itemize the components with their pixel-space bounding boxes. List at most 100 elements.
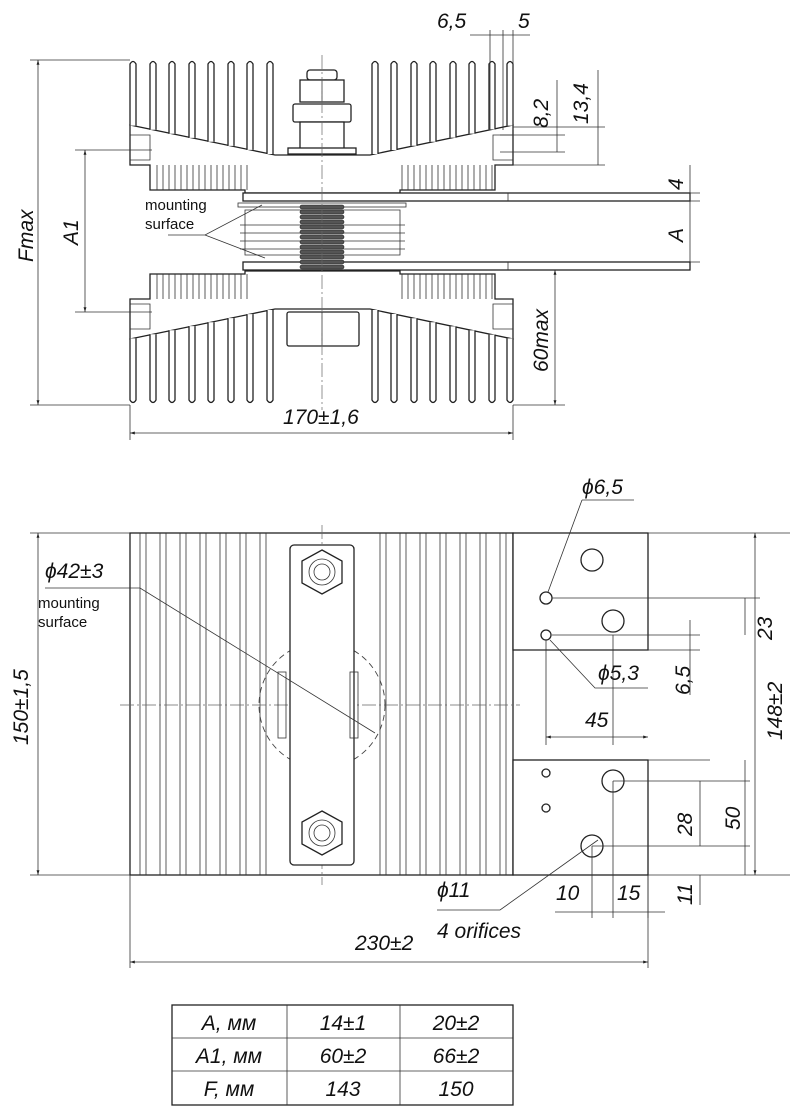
fin bbox=[188, 60, 196, 138]
small-fin bbox=[180, 274, 188, 299]
dim-phi-6-5: ϕ6,5 bbox=[582, 476, 623, 499]
table-cell: 143 bbox=[325, 1078, 360, 1101]
clamp-strap bbox=[289, 544, 355, 866]
fin bbox=[410, 318, 418, 404]
dim-23: 23 bbox=[754, 616, 777, 641]
lower-busbar bbox=[242, 261, 691, 271]
dim-phi-11: ϕ11 bbox=[437, 879, 470, 902]
dim-fmax: Fmax bbox=[15, 208, 38, 262]
fin bbox=[168, 60, 176, 134]
top-view: ϕ42±3 mounting surface ϕ6,5 ϕ5,3 23 6,5 … bbox=[10, 476, 790, 968]
dim-230: 230±2 bbox=[354, 932, 414, 955]
fin bbox=[129, 338, 137, 404]
dim-150: 150±1,5 bbox=[10, 669, 33, 745]
small-fin bbox=[168, 274, 176, 299]
dim-6-5-b: 6,5 bbox=[672, 665, 695, 695]
small-fin bbox=[449, 274, 457, 299]
upper-busbar bbox=[242, 192, 691, 202]
small-fin bbox=[180, 165, 188, 190]
fin bbox=[168, 330, 176, 404]
dim-148: 148±2 bbox=[764, 681, 787, 740]
nut-bottom bbox=[301, 810, 343, 856]
fin bbox=[246, 60, 254, 150]
t-slot bbox=[130, 134, 151, 161]
mounting-surface-label-1b: mounting bbox=[38, 595, 100, 612]
small-fin bbox=[401, 165, 409, 190]
small-fin bbox=[425, 165, 433, 190]
dim-4: 4 bbox=[665, 178, 688, 190]
table-cell: A1, мм bbox=[194, 1045, 262, 1068]
fin bbox=[149, 334, 157, 404]
hole bbox=[541, 768, 551, 778]
small-fin bbox=[204, 274, 212, 299]
fin bbox=[506, 60, 514, 126]
fin bbox=[429, 322, 437, 404]
table-cell: 20±2 bbox=[432, 1012, 480, 1035]
small-fin bbox=[449, 165, 457, 190]
table-row: F, мм 143 150 bbox=[204, 1078, 474, 1101]
mounting-surface-label-1: mounting bbox=[145, 197, 207, 214]
dim-45: 45 bbox=[585, 709, 609, 732]
lower-heatsink bbox=[129, 270, 514, 404]
small-fin bbox=[485, 165, 493, 190]
heatsink-base bbox=[129, 270, 514, 340]
small-fin bbox=[192, 165, 200, 190]
fin bbox=[468, 330, 476, 404]
fin bbox=[149, 60, 157, 130]
small-fin bbox=[216, 165, 224, 190]
orifices-label: 4 orifices bbox=[437, 920, 522, 943]
small-fin bbox=[473, 274, 481, 299]
small-fin bbox=[485, 274, 493, 299]
dim-60max: 60max bbox=[530, 307, 553, 372]
small-fin bbox=[156, 274, 164, 299]
table-cell: 66±2 bbox=[433, 1045, 480, 1068]
dim-5-top: 5 bbox=[518, 10, 530, 33]
dim-13-4: 13,4 bbox=[570, 83, 593, 124]
small-fin bbox=[240, 165, 248, 190]
small-fin bbox=[228, 274, 236, 299]
dimensions-table: A, мм 14±1 20±2 A1, мм 60±2 66±2 F, мм 1… bbox=[171, 1004, 514, 1106]
table-cell: 14±1 bbox=[320, 1012, 367, 1035]
dim-a1: A1 bbox=[60, 219, 83, 247]
lower-terminal bbox=[512, 759, 649, 876]
fin bbox=[449, 326, 457, 404]
table-cell: A, мм bbox=[200, 1012, 256, 1035]
fin bbox=[468, 60, 476, 134]
small-fin bbox=[413, 165, 421, 190]
fin bbox=[506, 338, 514, 404]
small-fin bbox=[413, 274, 421, 299]
small-fin bbox=[461, 274, 469, 299]
small-fin bbox=[461, 165, 469, 190]
hole bbox=[580, 548, 604, 572]
dim-a: A bbox=[665, 228, 688, 244]
table-cell: 60±2 bbox=[320, 1045, 367, 1068]
hole bbox=[601, 609, 625, 633]
fin bbox=[266, 310, 274, 404]
dim-10: 10 bbox=[556, 882, 580, 905]
small-fin bbox=[216, 274, 224, 299]
small-fin bbox=[473, 165, 481, 190]
small-fin bbox=[437, 165, 445, 190]
mounting-surface-circle bbox=[258, 641, 386, 769]
dim-50: 50 bbox=[722, 806, 745, 830]
upper-terminal bbox=[512, 532, 649, 651]
mounting-surface-label-2b: surface bbox=[38, 614, 87, 631]
t-slot bbox=[130, 303, 151, 330]
nut-top bbox=[301, 549, 343, 595]
heatsink-base bbox=[129, 124, 514, 194]
small-fin bbox=[204, 165, 212, 190]
fin bbox=[188, 326, 196, 404]
fin bbox=[129, 60, 137, 126]
fin bbox=[390, 60, 398, 150]
fin bbox=[410, 60, 418, 146]
upper-heatsink bbox=[129, 60, 514, 194]
table-row: A, мм 14±1 20±2 bbox=[200, 1012, 480, 1035]
small-fin bbox=[156, 165, 164, 190]
fin bbox=[488, 334, 496, 404]
bottom-nut bbox=[286, 311, 360, 347]
fin bbox=[371, 310, 379, 404]
dim-8-2: 8,2 bbox=[530, 98, 553, 128]
fin bbox=[449, 60, 457, 138]
hole bbox=[541, 803, 551, 813]
